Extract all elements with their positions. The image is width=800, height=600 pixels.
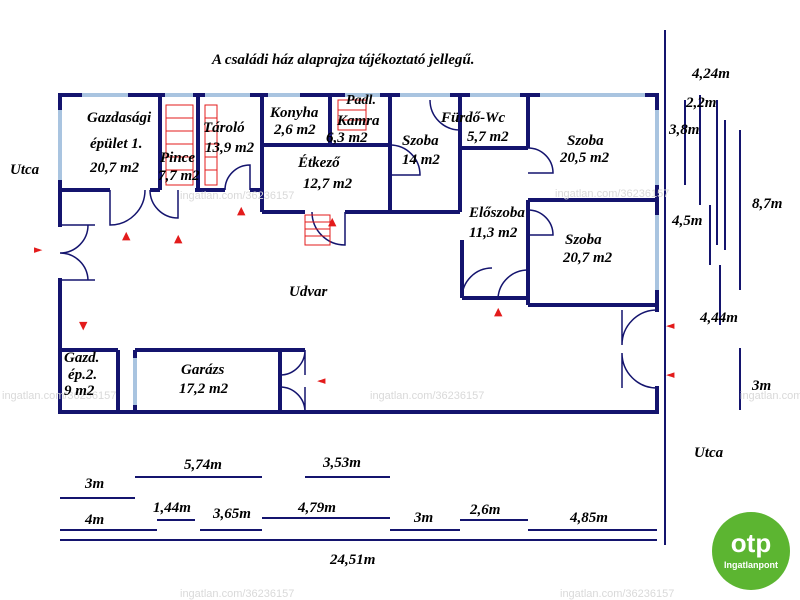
arrow-up-icon: ▲ xyxy=(494,305,503,318)
dimension-label: 3m xyxy=(752,378,772,394)
room-tarolo: Tároló xyxy=(203,120,245,136)
dimension-label: 5,74m xyxy=(184,457,222,473)
room-gazd-2-line1: Gazd. xyxy=(64,350,100,366)
arrow-up-icon: ▲ xyxy=(237,204,246,217)
total-dimension-label: 24,51m xyxy=(330,552,376,568)
watermark: ingatlan.com/36236157 xyxy=(740,390,800,402)
arrow-up-icon: ▲ xyxy=(328,215,337,228)
room-pince-area: 7,7 m2 xyxy=(158,168,200,184)
watermark: ingatlan.com/36236157 xyxy=(180,190,295,202)
arrow-up-icon: ▲ xyxy=(174,232,183,245)
logo-brand: otp xyxy=(730,528,772,558)
room-gazdasagi-1-line1: Gazdasági xyxy=(87,110,152,126)
room-pince: Pince xyxy=(160,150,195,166)
street-label-left: Utca xyxy=(10,162,40,178)
windows xyxy=(58,93,659,405)
room-eloszoba-area: 11,3 m2 xyxy=(469,225,518,241)
room-etkezo: Étkező xyxy=(298,155,340,171)
dimension-label: 2,2m xyxy=(686,95,717,111)
dimension-label: 1,44m xyxy=(153,500,191,516)
dimension-label: 4,44m xyxy=(700,310,738,326)
dimension-label: 8,7m xyxy=(752,196,783,212)
room-konyha: Konyha xyxy=(270,105,319,121)
dimension-label: 4,5m xyxy=(672,213,703,229)
dimension-label: 3,8m xyxy=(669,122,700,138)
watermark: ingatlan.com/36236157 xyxy=(560,588,675,600)
room-gazd-2-area: 9 m2 xyxy=(64,383,95,399)
dimension-label: 3,53m xyxy=(323,455,361,471)
plan-title: A családi ház alaprajza tájékoztató jell… xyxy=(212,52,475,68)
room-gazd-2-line2: ép.2. xyxy=(68,367,98,383)
watermark: ingatlan.com/36236157 xyxy=(180,588,295,600)
room-etkezo-area: 12,7 m2 xyxy=(303,176,353,192)
doors xyxy=(59,99,658,413)
room-kamra-area: 6,3 m2 xyxy=(326,130,368,146)
room-tarolo-area: 13,9 m2 xyxy=(205,140,255,156)
watermark: ingatlan.com/36236157 xyxy=(2,390,117,402)
dimension-label: 4m xyxy=(85,512,105,528)
room-szoba-right: Szoba xyxy=(565,232,602,248)
inner-walls xyxy=(60,95,657,412)
watermark: ingatlan.com/36236157 xyxy=(555,188,670,200)
dimension-label: 4,85m xyxy=(570,510,608,526)
otp-logo: otp Ingatlanpont xyxy=(712,512,790,590)
arrow-right-icon: ► xyxy=(34,243,43,256)
room-furdo-area: 5,7 m2 xyxy=(467,129,509,145)
room-szoba-right-area: 20,7 m2 xyxy=(563,250,613,266)
arrow-up-icon: ▲ xyxy=(122,229,131,242)
dimension-label: 4,24m xyxy=(692,66,730,82)
room-padl: Padl. xyxy=(346,93,376,108)
watermark: ingatlan.com/36236157 xyxy=(370,390,485,402)
room-eloszoba: Előszoba xyxy=(469,205,525,221)
room-kamra: Kamra xyxy=(337,113,380,129)
room-szoba-small: Szoba xyxy=(402,133,439,149)
arrow-left-icon: ◄ xyxy=(666,368,675,381)
dimension-label: 3,65m xyxy=(213,506,251,522)
room-szoba-top: Szoba xyxy=(567,133,604,149)
street-label-right: Utca xyxy=(694,445,724,461)
logo-subtitle: Ingatlanpont xyxy=(724,560,778,570)
arrow-left-icon: ◄ xyxy=(666,319,675,332)
arrow-left-icon: ◄ xyxy=(317,374,326,387)
room-garazs-area: 17,2 m2 xyxy=(179,381,229,397)
room-szoba-small-area: 14 m2 xyxy=(402,152,440,168)
room-gazdasagi-1-area: 20,7 m2 xyxy=(90,160,140,176)
dimension-label: 3m xyxy=(414,510,434,526)
room-szoba-top-area: 20,5 m2 xyxy=(560,150,610,166)
dimension-label: 3m xyxy=(85,476,105,492)
stairs xyxy=(165,99,367,246)
dimension-label: 2,6m xyxy=(470,502,501,518)
room-udvar: Udvar xyxy=(289,284,328,300)
arrow-down-icon: ▼ xyxy=(79,319,88,332)
room-gazdasagi-1-line2: épület 1. xyxy=(90,136,143,152)
room-furdo: Fürdő-Wc xyxy=(441,110,506,126)
room-garazs: Garázs xyxy=(181,362,225,378)
room-konyha-area: 2,6 m2 xyxy=(274,122,316,138)
dimension-label: 4,79m xyxy=(298,500,336,516)
dimension-lines xyxy=(60,30,741,545)
